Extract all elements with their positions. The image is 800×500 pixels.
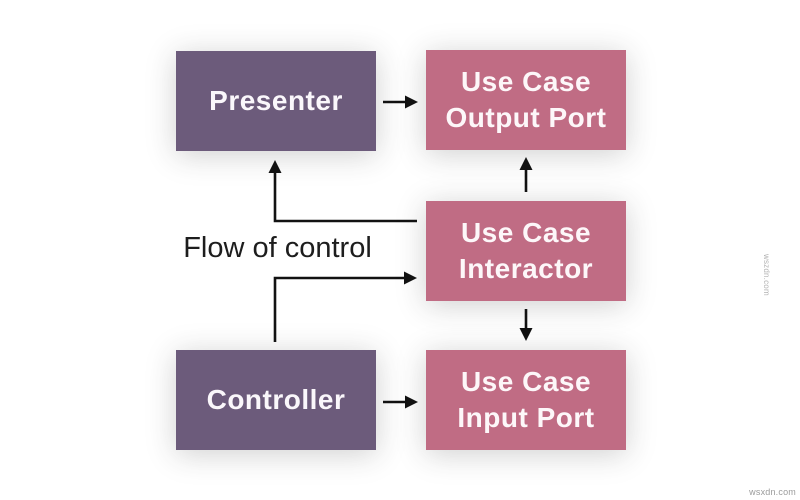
node-label: Presenter xyxy=(209,85,343,116)
node-use-case-output-port: Use Case Output Port xyxy=(426,50,626,150)
node-label-line1: Use Case xyxy=(460,217,592,248)
node-label-line1: Use Case xyxy=(460,366,592,397)
arrow-interactor-to-input-port xyxy=(519,309,533,341)
arrow-controller-to-input-port xyxy=(383,395,418,409)
watermark-bottom-right: wsxdn.com xyxy=(749,487,796,497)
node-label-line2: Output Port xyxy=(445,102,607,133)
node-label-line2: Input Port xyxy=(457,402,595,433)
arrow-interactor-to-output-port xyxy=(519,157,533,192)
arrow-controller-to-interactor xyxy=(273,271,417,342)
node-use-case-input-port: Use Case Input Port xyxy=(426,350,626,450)
arrow-interactor-to-presenter xyxy=(268,160,417,223)
arrow-presenter-to-output-port xyxy=(383,95,418,109)
watermark-right-vertical: wszdn.com xyxy=(762,254,771,296)
node-use-case-interactor: Use Case Interactor xyxy=(426,201,626,301)
flow-of-control-label: Flow of control xyxy=(183,232,372,264)
node-label: Controller xyxy=(206,384,346,415)
node-controller: Controller xyxy=(176,350,376,450)
node-presenter: Presenter xyxy=(176,51,376,151)
node-label-line2: Interactor xyxy=(458,253,594,284)
node-label-line1: Use Case xyxy=(460,66,592,97)
